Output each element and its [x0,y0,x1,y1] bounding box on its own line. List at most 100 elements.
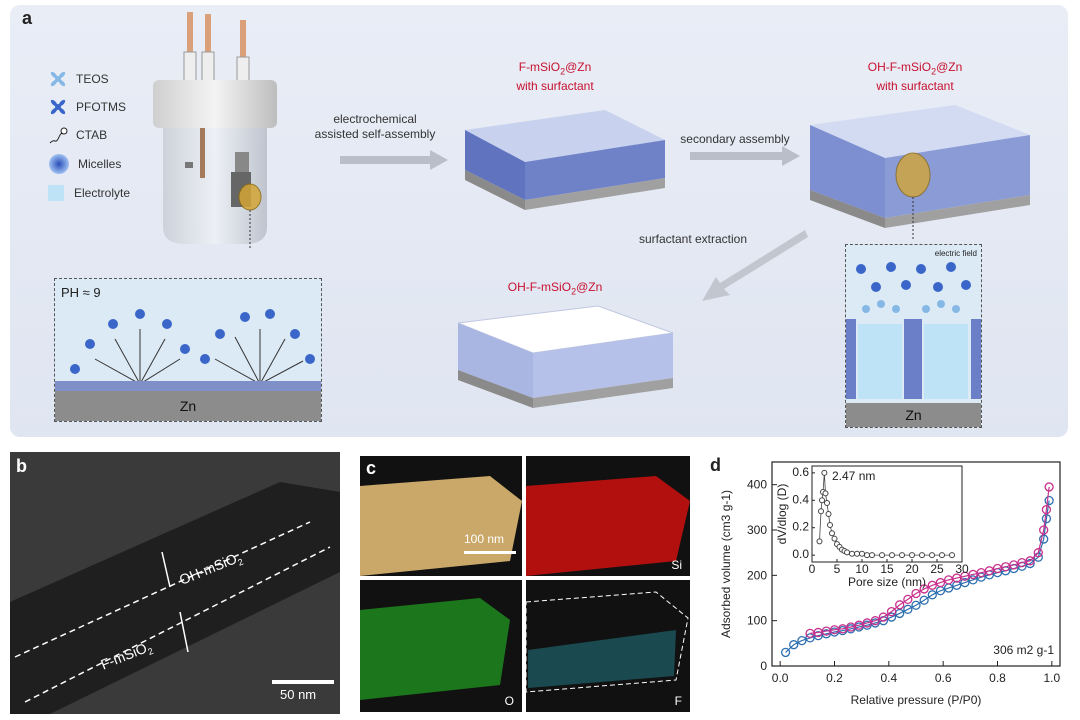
y-tick-label: 200 [747,568,767,582]
teos-icon [50,71,66,87]
map-f-shape [525,591,689,693]
arrow-right-1 [340,150,448,170]
inset-x-tick-label: 20 [905,562,919,576]
series-point-1 [870,616,880,626]
legend-teos: TEOS [48,68,130,90]
inset-point [879,552,885,559]
inset-point [899,552,905,559]
porous-block-3 [457,305,674,408]
series-point-1 [911,588,921,599]
inset-x-tick-label: 0 [809,562,816,576]
zn-substrate-right: Zn [846,403,981,427]
series-point-0 [927,590,937,600]
inset-x-label: Pore size (nm) [848,575,926,589]
inset-point [827,521,833,528]
zn-substrate-left: Zn [55,391,321,421]
y-tick-label: 0 [760,659,767,673]
inset-point [949,552,955,559]
series-point-0 [797,635,807,646]
pore-drawing [846,262,981,399]
panel-label-a: a [22,8,33,28]
inset-point [818,508,824,515]
inset-point [864,552,870,559]
panel-label-c: c [366,458,377,478]
series-point-1 [862,618,872,628]
inset-point [825,511,832,517]
inset-point [854,550,860,557]
porous-block-2 [810,105,1030,240]
series-point-1 [992,563,1003,574]
y-tick-label: 300 [747,523,767,537]
series-point-1 [895,600,905,610]
legend-electrolyte: Electrolyte [48,182,130,204]
inset-point [869,552,875,559]
inset-point [816,538,823,545]
map-o-label: O [504,694,514,708]
series-point-0 [968,575,978,585]
series-point-1 [1044,482,1054,492]
map-overlay-shape [360,476,522,576]
inset-x-tick-label: 10 [855,562,869,576]
inset-x-tick-label: 25 [930,562,944,576]
inset-y-tick-label: 0.2 [792,520,809,534]
x-tick-label: 0.4 [880,671,897,685]
assembly-inset: PH ≈ 9 Zn [54,278,322,422]
legend-ctab: CTAB [48,124,130,146]
map-si-label: Si [671,558,682,572]
tem-scale-bar [272,680,334,684]
legend-pfotms: PFOTMS [48,96,130,118]
inset-x-tick-label: 15 [880,562,894,576]
surface-area-annotation: 306 m2 g-1 [993,643,1054,657]
electric-field-label: electric field [934,249,977,258]
ctab-icon [49,127,68,144]
series-point-1 [935,577,946,588]
series-point-0 [903,604,913,614]
map-f: F [525,580,690,712]
pore-size-annotation: 2.47 nm [832,469,875,483]
y-tick-label: 100 [747,614,767,628]
x-tick-label: 0.0 [772,671,789,685]
micelle-icon [49,154,69,174]
x-tick-label: 1.0 [1044,671,1061,685]
inset-x-tick-label: 30 [955,562,969,576]
map-si: Si [526,456,690,576]
map-scale-bar [464,551,516,554]
series-point-0 [789,640,799,650]
pfotms-icon [50,99,66,115]
inset-y-tick-label: 0.4 [792,492,809,506]
series-point-0 [1044,495,1054,506]
map-si-shape [526,476,690,576]
series-point-0 [952,580,962,590]
inset-point [919,552,925,559]
series-point-0 [805,633,815,643]
inset-point [822,490,829,497]
inset-point [831,535,838,542]
tem-image: b OH-mSiO2 F-mSiO2 50 nm [10,452,340,714]
inset-point [849,550,855,557]
step-label-extraction: surfactant extraction [638,232,748,246]
series-point-0 [1039,534,1049,544]
x-axis-label: Relative pressure (P/P0) [851,693,982,707]
series-point-1 [1017,557,1027,568]
map-o: O [360,580,522,712]
map-overlay: c 100 nm [360,456,522,576]
arrow-diagonal [702,230,808,301]
electrochemical-cell [153,12,277,250]
series-point-0 [919,595,929,605]
electrolyte-icon [48,185,64,201]
map-f-label: F [674,694,682,708]
inset-point [929,552,935,559]
micelle-drawing [55,309,321,391]
inset-point [819,497,825,504]
series-point-1 [1039,525,1049,535]
porous-block-1 [465,110,665,210]
inset-point [821,469,828,476]
series-point-1 [919,584,929,594]
product-label-3: OH-F-mSiO2@Zn [507,280,603,297]
series-point-1 [903,594,913,605]
series-point-1 [886,606,897,617]
tem-nanosheet [10,482,340,714]
inset-point [824,500,830,507]
inset-point [844,549,850,556]
